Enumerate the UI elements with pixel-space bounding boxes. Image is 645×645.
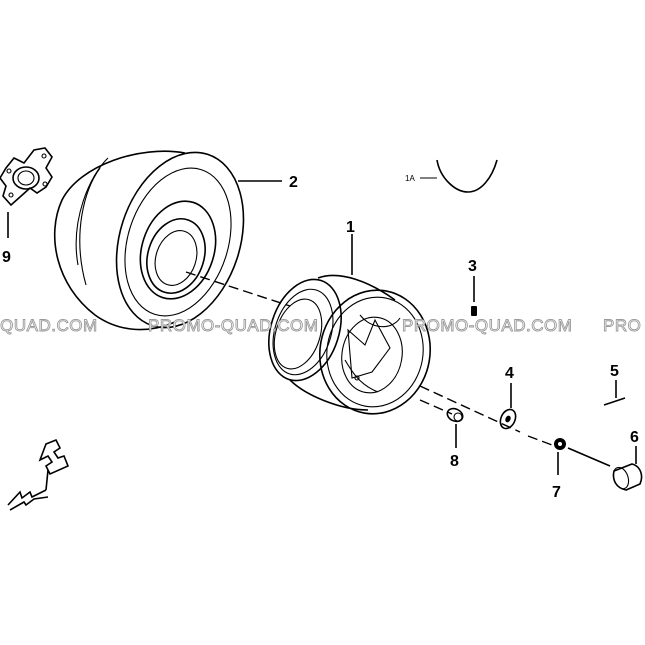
hub-plate-part bbox=[0, 147, 53, 207]
callout-2: 2 bbox=[289, 174, 298, 191]
cap-nut-part bbox=[446, 407, 464, 423]
cotter-pin-part bbox=[603, 397, 626, 406]
dust-cap-part bbox=[612, 463, 643, 491]
axle-line-end bbox=[527, 435, 561, 449]
castle-nut-part bbox=[554, 438, 566, 450]
callout-1: 1 bbox=[346, 219, 355, 236]
tire-part bbox=[53, 150, 245, 331]
watermark-text: PRO bbox=[603, 316, 641, 335]
callout-8: 8 bbox=[450, 453, 459, 470]
cap-connector-line bbox=[567, 447, 611, 467]
bolt-part bbox=[471, 306, 477, 316]
callout-5: 5 bbox=[610, 363, 619, 380]
callout-3: 3 bbox=[468, 258, 477, 275]
callout-4: 4 bbox=[505, 365, 514, 382]
watermark-text: -QUAD.COM bbox=[0, 316, 98, 335]
axle-line-lower bbox=[419, 385, 521, 433]
watermark-text: PROMO-QUAD.COM bbox=[402, 316, 572, 335]
watermark-text: PROMO-QUAD.COM bbox=[148, 316, 318, 335]
watermark-row: -QUAD.COM PROMO-QUAD.COM PROMO-QUAD.COM … bbox=[0, 316, 641, 336]
axle-line-nut bbox=[419, 399, 453, 415]
rim-part bbox=[268, 274, 432, 415]
callout-9: 9 bbox=[2, 249, 11, 266]
callout-6: 6 bbox=[630, 429, 639, 446]
callout-1a: 1A bbox=[405, 174, 415, 183]
valve-clip-part bbox=[436, 159, 498, 193]
front-direction-logo bbox=[7, 438, 70, 511]
callout-7: 7 bbox=[552, 484, 561, 501]
axle-line-upper bbox=[185, 271, 291, 307]
washer-part bbox=[499, 408, 517, 430]
